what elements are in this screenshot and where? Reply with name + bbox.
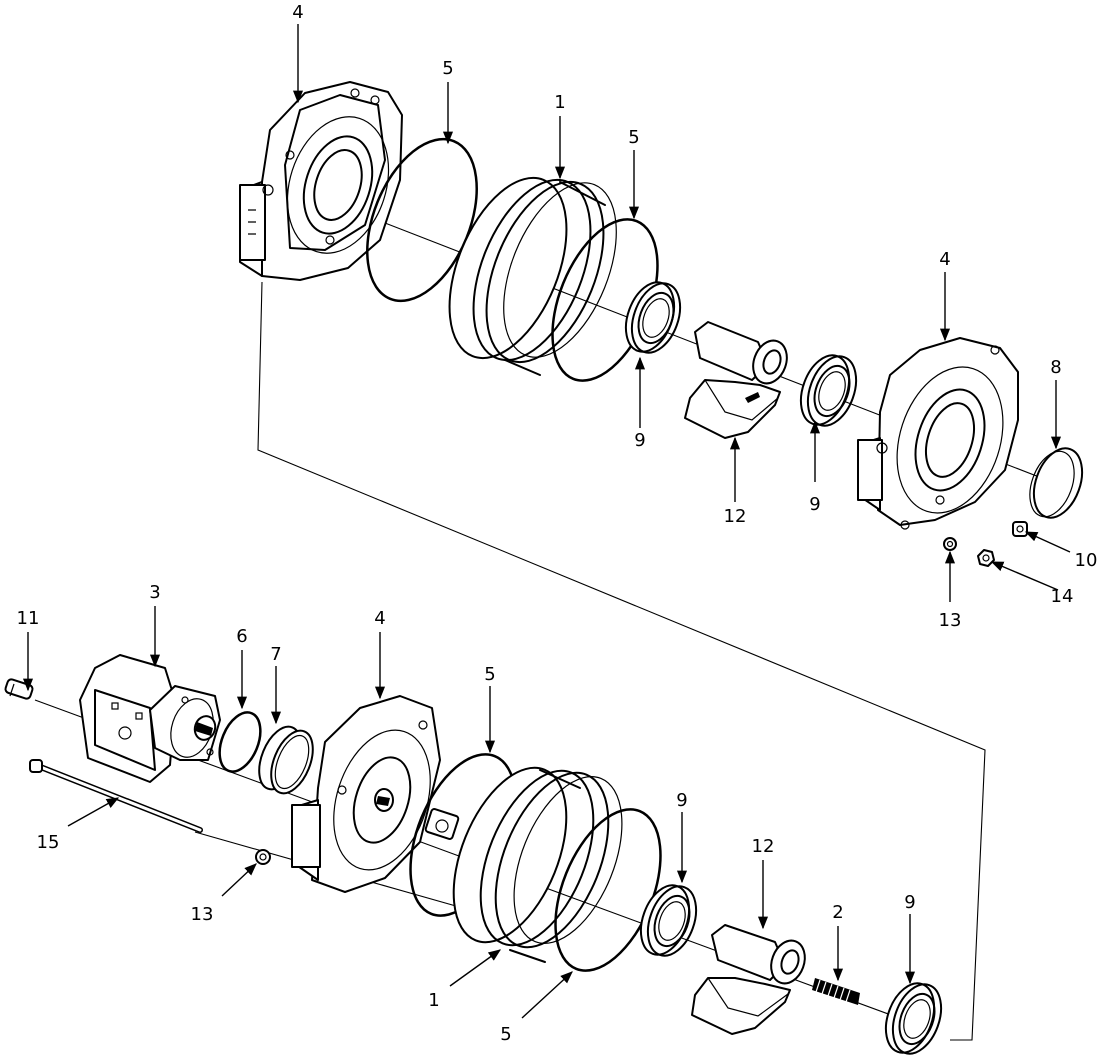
part-labels: 4 5 1 5 4 8 9 12 9 10 14 13 11 3 6 7 4 5… bbox=[17, 2, 1098, 1045]
label-part-9-lower-left: 9 bbox=[676, 790, 687, 811]
part-14-nut bbox=[977, 549, 995, 567]
label-part-7: 7 bbox=[270, 644, 281, 665]
part-13-washer-upper bbox=[943, 537, 957, 551]
assembly-axis-lines bbox=[34, 189, 1053, 1041]
label-part-5-upper-right: 5 bbox=[628, 127, 639, 148]
label-part-6: 6 bbox=[236, 626, 247, 647]
label-part-4-lower: 4 bbox=[374, 608, 385, 629]
label-part-13-upper: 13 bbox=[939, 610, 962, 631]
label-part-5-upper-left: 5 bbox=[442, 58, 453, 79]
part-4-end-cover-upper-left bbox=[239, 81, 403, 281]
part-4-end-cover-upper-right bbox=[857, 337, 1019, 530]
label-part-14: 14 bbox=[1051, 586, 1074, 607]
label-part-1-upper: 1 bbox=[554, 92, 565, 113]
part-7-coupling-sleeve bbox=[258, 725, 314, 795]
label-part-15: 15 bbox=[37, 832, 60, 853]
part-2-splined-shaft bbox=[812, 978, 860, 1005]
part-10-plug bbox=[1012, 521, 1028, 537]
leader-lines bbox=[22, 24, 1071, 1019]
part-8-cap bbox=[1029, 447, 1084, 519]
part-6-o-ring bbox=[218, 711, 262, 773]
label-part-11: 11 bbox=[17, 608, 40, 629]
label-part-2: 2 bbox=[832, 902, 843, 923]
part-4-end-cover-lower bbox=[291, 695, 460, 893]
label-part-10: 10 bbox=[1075, 550, 1098, 571]
part-1-housing-ring-upper bbox=[448, 176, 617, 376]
label-part-8: 8 bbox=[1050, 357, 1061, 378]
part-13-washer-lower bbox=[255, 849, 271, 865]
part-11-bolt bbox=[4, 678, 34, 700]
part-9-bearing-upper-left bbox=[624, 281, 682, 354]
part-1-housing-ring-lower bbox=[452, 766, 623, 963]
part-12-crank-arm-lower bbox=[691, 924, 806, 1035]
label-part-4-upper-left: 4 bbox=[292, 2, 303, 23]
part-15-long-rod bbox=[29, 759, 203, 833]
label-part-9-lower-right: 9 bbox=[904, 892, 915, 913]
label-part-9-upper-left: 9 bbox=[634, 430, 645, 451]
label-part-5-lower-left: 5 bbox=[484, 664, 495, 685]
label-part-13-lower: 13 bbox=[191, 904, 214, 925]
label-part-12-lower: 12 bbox=[752, 836, 775, 857]
label-part-4-upper-right: 4 bbox=[939, 249, 950, 270]
part-9-bearing-lower-right bbox=[884, 982, 943, 1055]
label-part-1-lower: 1 bbox=[428, 990, 439, 1011]
label-part-3: 3 bbox=[149, 582, 160, 603]
part-9-bearing-lower-left bbox=[639, 884, 698, 957]
part-12-crank-arm-upper bbox=[684, 321, 788, 439]
label-part-5-lower-right: 5 bbox=[500, 1024, 511, 1045]
part-3-hydraulic-motor bbox=[79, 654, 221, 783]
part-9-bearing-upper-right bbox=[799, 354, 858, 427]
label-part-9-upper-right: 9 bbox=[809, 494, 820, 515]
label-part-12-upper: 12 bbox=[724, 506, 747, 527]
